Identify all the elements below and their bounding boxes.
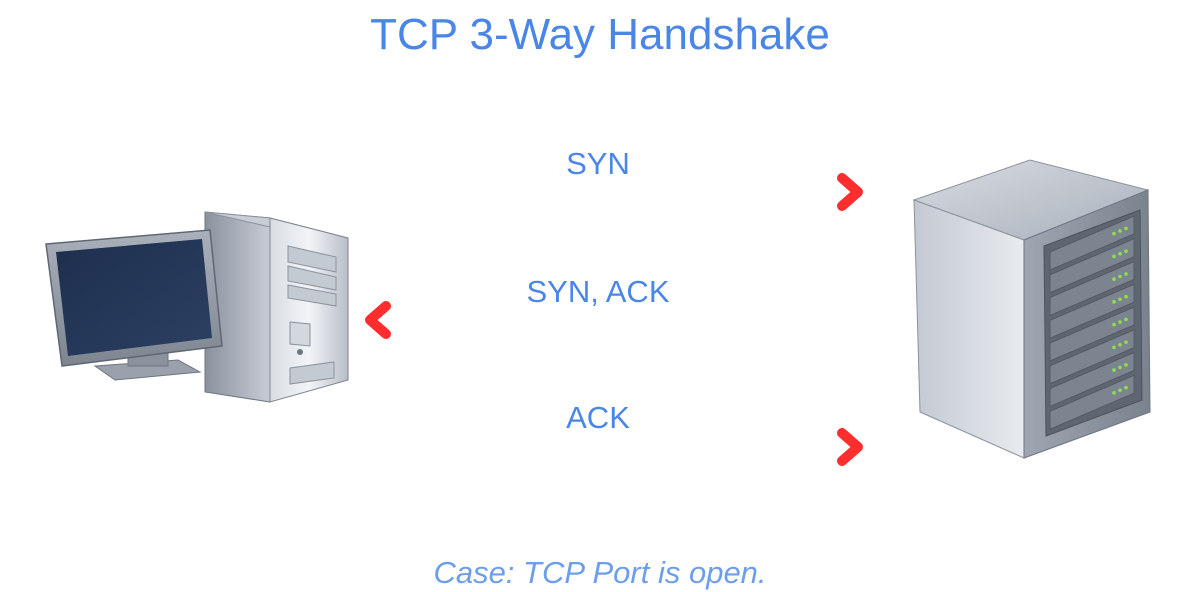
server-led-icon xyxy=(1118,320,1122,324)
server-led-icon xyxy=(1112,368,1116,372)
server-led-icon xyxy=(1112,391,1116,395)
server-bay xyxy=(1049,374,1135,431)
server-led-icon xyxy=(1124,385,1128,390)
server-bay xyxy=(1049,351,1135,408)
server-led-icon xyxy=(1118,365,1122,370)
server-led-icon xyxy=(1124,249,1128,253)
arrow-ack xyxy=(363,428,863,466)
server-led-icon xyxy=(1118,274,1122,279)
server-led-icon xyxy=(1112,254,1116,259)
server-led-icon xyxy=(1112,345,1116,350)
server-bay xyxy=(1049,260,1135,317)
server-led-icon xyxy=(1118,388,1122,393)
server-led-icon xyxy=(1124,226,1128,231)
server-led-icon xyxy=(1118,251,1122,256)
arrow-syn-ack xyxy=(365,301,865,339)
server-led-icon xyxy=(1124,272,1128,276)
server-led-icon xyxy=(1112,322,1116,327)
server-drive-bays xyxy=(1049,215,1135,431)
server-bay xyxy=(1049,328,1135,385)
arrow-syn xyxy=(363,173,863,211)
server-led-icon xyxy=(1118,342,1122,347)
server-led-icon xyxy=(1112,300,1116,304)
server-bay xyxy=(1049,237,1135,294)
server-led-icon xyxy=(1112,277,1116,281)
ack-label: ACK xyxy=(566,400,630,435)
server-led-icon xyxy=(1118,229,1122,233)
server-led-icon xyxy=(1124,340,1128,344)
syn-ack-label: SYN, ACK xyxy=(526,274,670,309)
server-led-icon xyxy=(1118,297,1122,302)
server-led-icon xyxy=(1112,231,1116,236)
server-bay xyxy=(1049,215,1135,271)
server-bay xyxy=(1049,283,1135,340)
diagram-title: TCP 3-Way Handshake xyxy=(370,10,830,59)
server-bay xyxy=(1049,306,1135,362)
case-caption: Case: TCP Port is open. xyxy=(433,555,767,590)
server-led-icon xyxy=(1124,294,1128,299)
syn-label: SYN xyxy=(566,146,630,181)
server-led-icon xyxy=(1124,317,1128,322)
server-led-icon xyxy=(1124,363,1128,367)
